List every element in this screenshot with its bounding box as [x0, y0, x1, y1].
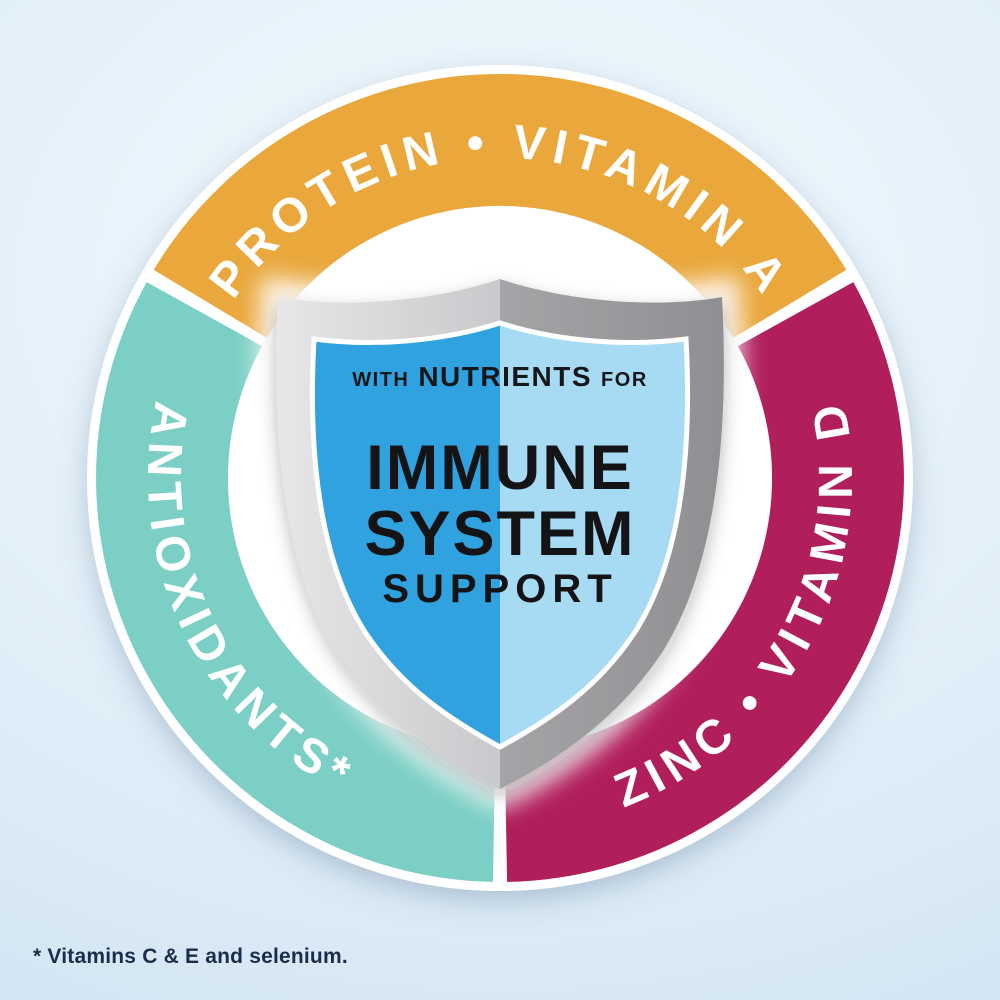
- shield-subtitle-support: SUPPORT: [382, 567, 617, 611]
- shield-title-immune: IMMUNE: [366, 433, 633, 503]
- footnote-text: * Vitamins C & E and selenium.: [33, 945, 348, 968]
- shield-title-system: SYSTEM: [364, 499, 635, 569]
- shield-inner-face: [309, 320, 691, 750]
- ring-segment-protein-vitamin-a: [153, 73, 847, 338]
